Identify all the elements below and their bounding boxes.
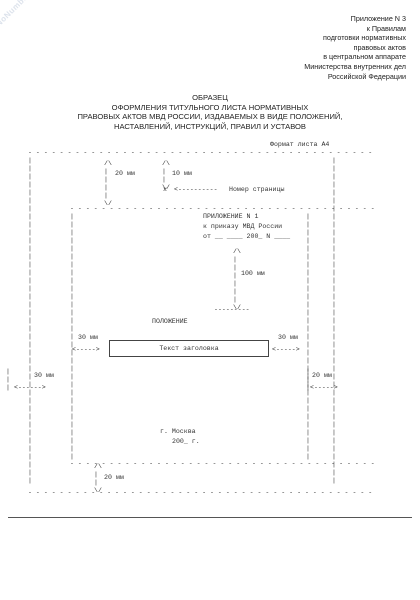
appendix-line: правовых актов xyxy=(353,42,406,52)
outer-left-arrow: <------> xyxy=(14,384,46,391)
outer-right-tick: | | | xyxy=(306,368,310,391)
text-area-top-border: - - - - - - - - - - - - - - - - - - - - … xyxy=(70,205,375,212)
left-margin-arrow: <-----> xyxy=(72,346,100,353)
stamp-line-1: ПРИЛОЖЕНИЕ N 1 xyxy=(203,213,259,220)
page-number-arrow-line: <---------- xyxy=(174,186,218,193)
right-margin-arrow: <-----> xyxy=(272,346,300,353)
appendix-line: Приложение N 3 xyxy=(350,14,406,23)
page-number-arrow: /\ | | \/ xyxy=(162,160,170,191)
top-margin-arrow: /\ | | | | \/ xyxy=(104,160,112,207)
page-number-margin-label: 10 мм xyxy=(172,170,192,177)
page-number-marker: x xyxy=(163,186,167,193)
right-margin-label: 30 мм xyxy=(278,334,298,341)
title-line: ПРАВОВЫХ АКТОВ МВД РОССИИ, ИЗДАВАЕМЫХ В … xyxy=(77,112,343,122)
bottom-margin-arrow: /\ | | \/ xyxy=(94,463,102,494)
sheet-right-border: | | | | | | | | | | | | | | | | | | | | … xyxy=(332,157,336,484)
appendix-header: Приложение N 3 к Правилам подготовки нор… xyxy=(226,14,406,81)
appendix-line: к Правилам xyxy=(366,23,406,33)
outer-right-margin-label: 20 мм xyxy=(312,372,332,379)
document-title: ОБРАЗЕЦ ОФОРМЛЕНИЯ ТИТУЛЬНОГО ЛИСТА НОРМ… xyxy=(0,93,420,131)
sheet-format-label: Формат листа A4 xyxy=(270,141,330,148)
doc-type-label: ПОЛОЖЕНИЕ xyxy=(152,318,188,325)
city-label: г. Москва xyxy=(160,428,196,435)
bottom-margin-label: 20 мм xyxy=(104,474,124,481)
text-area-right-border: | | | | | | | | | | | | | | | | | | | | … xyxy=(306,213,310,460)
bottom-divider xyxy=(8,517,412,518)
outer-left-tick: | | | xyxy=(6,368,10,391)
gap-arrow: /\ | | | | | | \/ xyxy=(233,248,241,311)
stamp-line-2: к приказу МВД России xyxy=(203,223,283,230)
gap-label: 100 мм xyxy=(241,270,265,277)
outer-left-margin-label: 30 мм xyxy=(34,372,54,379)
appendix-line: в центральном аппарате xyxy=(323,52,406,62)
appendix-line: Российской Федерации xyxy=(327,71,406,81)
sheet-left-border: | | | | | | | | | | | | | | | | | | | | … xyxy=(28,157,32,484)
appendix-line: Министерства внутренних дел xyxy=(304,61,406,71)
title-line: ОБРАЗЕЦ xyxy=(192,93,228,102)
appendix-line: подготовки нормативных xyxy=(322,33,406,43)
text-area-left-border: | | | | | | | | | | | | | | | | | | | | … xyxy=(70,213,74,460)
sheet-bottom-border: - - - - - - - - - - - - - - - - - - - - … xyxy=(28,489,373,496)
text-area-bottom-border: - - - - - - - - - - - - - - - - - - - - … xyxy=(70,460,375,467)
outer-right-arrow: <-----> xyxy=(310,384,338,391)
sheet-top-border: - - - - - - - - - - - - - - - - - - - - … xyxy=(28,149,373,156)
gap-bottom-line: --------- xyxy=(214,306,250,313)
heading-text-box: Текст заголовка xyxy=(109,340,269,357)
left-margin-label: 30 мм xyxy=(78,334,98,341)
page-number-label: Номер страницы xyxy=(229,186,285,193)
year-label: 200_ г. xyxy=(172,438,200,445)
top-margin-label: 20 мм xyxy=(115,170,135,177)
title-line: ОФОРМЛЕНИЯ ТИТУЛЬНОГО ЛИСТА НОРМАТИВНЫХ xyxy=(111,102,309,112)
title-line: НАСТАВЛЕНИЙ, ИНСТРУКЦИЙ, ПРАВИЛ И УСТАВО… xyxy=(114,121,306,131)
site-watermark: NoNumber.ru xyxy=(0,0,41,29)
stamp-line-3: от __ ____ 200_ N ____ xyxy=(203,233,291,240)
